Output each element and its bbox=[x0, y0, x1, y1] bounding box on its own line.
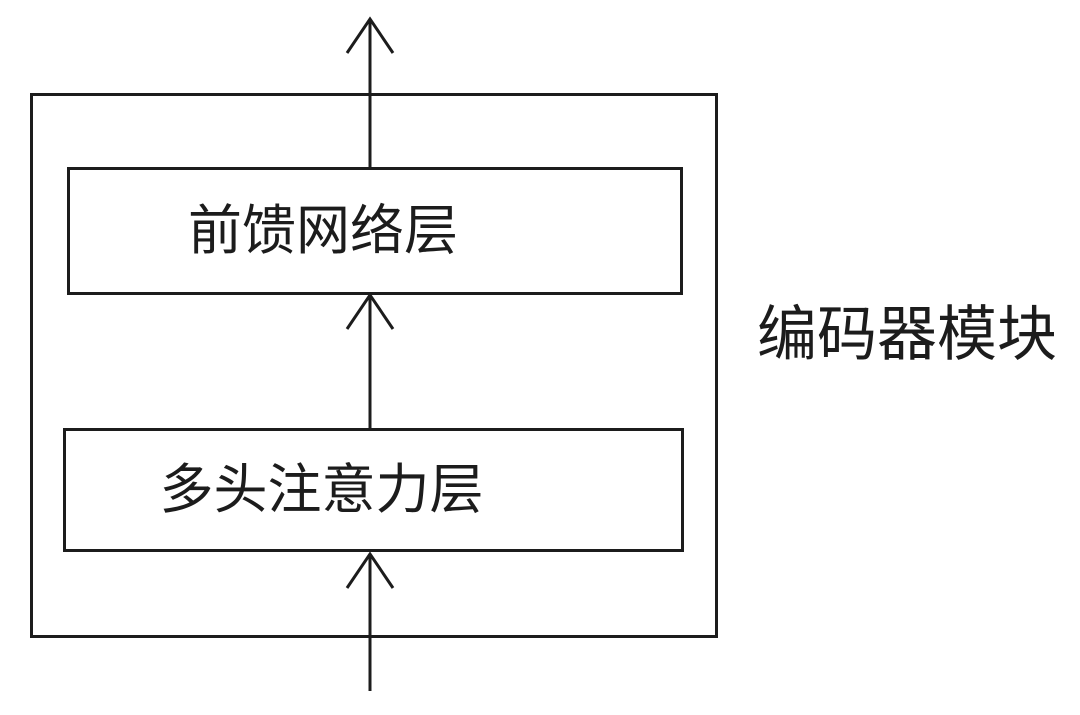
inter-layer-arrow bbox=[345, 292, 395, 430]
encoder-module-label: 编码器模块 bbox=[757, 301, 1057, 368]
input-arrow bbox=[345, 551, 395, 691]
feed-forward-layer-label: 前馈网络层 bbox=[188, 201, 458, 261]
multi-head-attention-layer-box: 多头注意力层 bbox=[63, 428, 684, 552]
encoder-module-box bbox=[30, 93, 718, 638]
multi-head-attention-layer-label: 多头注意力层 bbox=[159, 460, 484, 520]
feed-forward-layer-box: 前馈网络层 bbox=[67, 167, 683, 295]
